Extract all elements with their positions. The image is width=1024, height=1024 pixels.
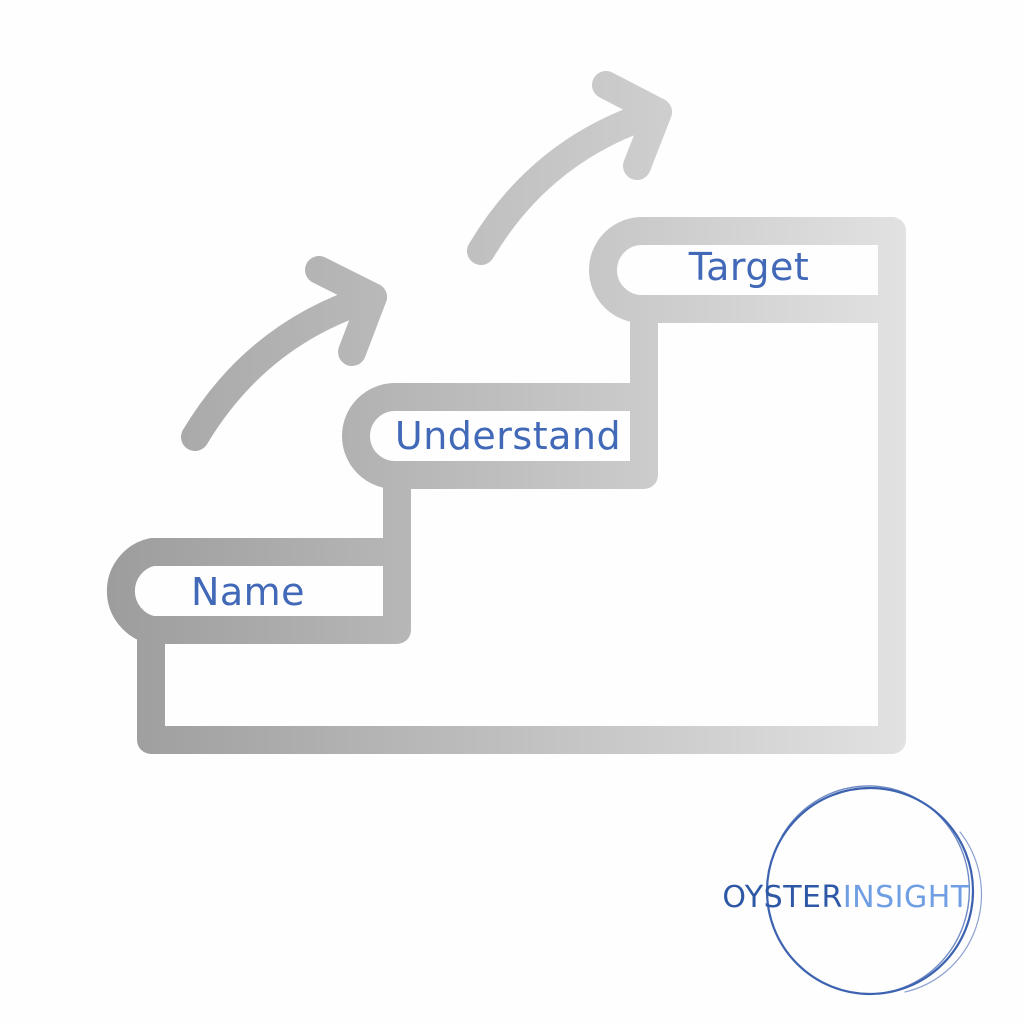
arrow-upper-shaft — [467, 98, 672, 265]
arrow-up-right-icon — [181, 71, 672, 451]
step-target-tread — [589, 217, 906, 323]
arrow-lower-shaft — [181, 283, 387, 451]
logo-wordmark: OYSTERINSIGHT — [722, 880, 969, 915]
step-name-tread — [106, 538, 411, 644]
arrow-upper-head — [592, 71, 672, 180]
step-label-understand: Understand — [395, 414, 621, 458]
staircase-frame — [137, 217, 906, 754]
staircase-icon — [106, 217, 906, 754]
arrow-lower-head — [305, 256, 387, 366]
logo-ring-icon — [765, 785, 983, 996]
step-label-target: Target — [688, 245, 810, 289]
logo-word-oyster: OYSTER — [722, 880, 842, 915]
step-understand-tread — [342, 383, 658, 489]
logo-word-insight: INSIGHT — [843, 880, 970, 915]
step-label-name: Name — [191, 570, 305, 614]
oyster-insight-logo: OYSTERINSIGHT — [722, 785, 983, 996]
